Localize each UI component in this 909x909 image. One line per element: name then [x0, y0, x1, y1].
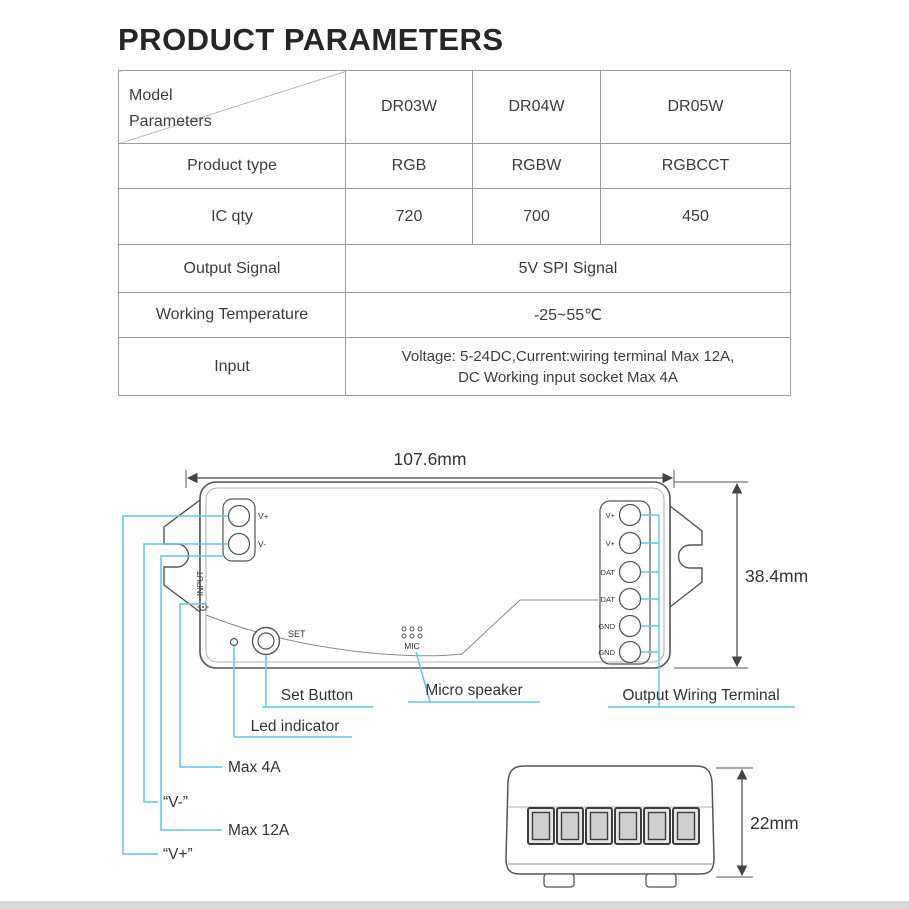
side-view-foot-right — [645, 873, 677, 888]
callouts — [122, 515, 795, 855]
set-button-label: Set Button — [281, 687, 353, 704]
cell-value-span: 5V SPI Signal — [345, 244, 791, 293]
thickness-dimension-label: 22mm — [750, 813, 799, 833]
row-label: Working Temperature — [118, 292, 346, 338]
output-terminal-label-2: DAT — [601, 568, 616, 577]
output-wiring-terminal-label: Output Wiring Terminal — [622, 687, 779, 704]
input-terminal-block: V+ V- — [222, 498, 269, 562]
v-minus-callout-line — [143, 543, 228, 803]
cell-value-span: -25~55℃ — [345, 292, 791, 338]
table-row-working-temperature: Working Temperature -25~55℃ — [118, 292, 791, 338]
case-contour-line — [205, 599, 598, 657]
output-terminal-block: V+ V+ DAT DAT GND GND — [598, 500, 660, 707]
micro-speaker-label: Micro speaker — [425, 682, 522, 699]
output-screw-4 — [618, 587, 642, 611]
mic-speaker: MIC — [401, 626, 423, 651]
cell-value: 720 — [345, 188, 473, 245]
cell-value-span: Voltage: 5-24DC,Current:wiring terminal … — [345, 337, 791, 396]
output-screw-1 — [618, 503, 642, 527]
led-indicator-icon — [229, 637, 239, 647]
table-row-input: Input Voltage: 5-24DC,Current:wiring ter… — [118, 337, 791, 396]
input-spec-line1: Voltage: 5-24DC,Current:wiring terminal … — [401, 347, 735, 365]
row-label: IC qty — [118, 188, 346, 245]
mic-grille-icon — [401, 626, 423, 639]
max-12a-label: Max 12A — [228, 822, 290, 839]
model-header-dr03w: DR03W — [345, 70, 473, 144]
row-label: Output Signal — [118, 244, 346, 293]
input-terminal-label-1: V- — [258, 539, 266, 549]
table-corner-cell: Model Parameters — [118, 70, 346, 144]
input-text-label: INPUT — [195, 571, 205, 597]
output-terminal-label-3: DAT — [601, 595, 616, 604]
output-screw-6 — [618, 640, 642, 664]
output-terminal-label-4: GND — [598, 622, 615, 631]
input-screw-v-plus — [227, 504, 251, 528]
width-dimension: 107.6mm — [185, 449, 675, 488]
table-header-row: Model Parameters DR03W DR04W DR05W — [118, 70, 791, 144]
input-spec-line2: DC Working input socket Max 4A — [458, 368, 678, 386]
set-button-text: SET — [288, 629, 306, 639]
corner-label-model: Model — [129, 87, 173, 104]
width-dimension-label: 107.6mm — [394, 449, 467, 469]
output-terminal-label-0: V+ — [606, 511, 616, 520]
side-view-terminal-blocks — [527, 807, 700, 845]
v-plus-label: “V+” — [163, 846, 193, 863]
cell-value: RGBCCT — [600, 143, 791, 189]
output-screw-2 — [618, 531, 642, 555]
output-screw-3 — [618, 560, 642, 584]
device-side-view — [505, 765, 715, 888]
set-button: SET — [251, 626, 306, 656]
height-dimension-label: 38.4mm — [745, 566, 808, 586]
output-terminal-ticks — [641, 514, 660, 707]
model-header-dr04w: DR04W — [472, 70, 601, 144]
parameters-table: Model Parameters DR03W DR04W DR05W Produ… — [118, 70, 791, 396]
height-dimension: 38.4mm — [674, 481, 808, 669]
max4a-callout-line — [179, 603, 222, 768]
mic-callout-line — [415, 651, 431, 703]
side-view-foot-left — [543, 873, 575, 888]
led-indicator-label: Led indicator — [251, 718, 340, 735]
bottom-strip — [0, 901, 909, 909]
table-row-output-signal: Output Signal 5V SPI Signal — [118, 244, 791, 293]
table-row-product-type: Product type RGB RGBW RGBCCT — [118, 143, 791, 189]
mic-text: MIC — [404, 641, 420, 651]
max-4a-label: Max 4A — [228, 759, 281, 776]
v-plus-callout-line — [122, 515, 228, 855]
row-label: Input — [118, 337, 346, 396]
model-header-dr05w: DR05W — [600, 70, 791, 144]
row-label: Product type — [118, 143, 346, 189]
cell-value: 700 — [472, 188, 601, 245]
max12a-callout-line — [160, 555, 224, 831]
right-mount-ear-icon — [669, 504, 703, 609]
corner-label-parameters: Parameters — [129, 113, 212, 130]
thickness-dimension: 22mm — [716, 767, 799, 878]
input-screw-v-minus — [227, 532, 251, 556]
cell-value: 450 — [600, 188, 791, 245]
output-terminal-label-1: V+ — [606, 539, 616, 548]
device-top-view — [199, 481, 671, 669]
cell-value: RGBW — [472, 143, 601, 189]
output-terminal-label-5: GND — [598, 648, 615, 657]
input-terminal-label-0: V+ — [258, 511, 269, 521]
table-row-ic-qty: IC qty 720 700 450 — [118, 188, 791, 245]
v-minus-label: “V-” — [163, 794, 188, 811]
product-diagram: 107.6mm V+ V- INPUT — [122, 449, 808, 888]
cell-value: RGB — [345, 143, 473, 189]
page-title: PRODUCT PARAMETERS — [118, 22, 504, 57]
output-screw-5 — [618, 614, 642, 638]
